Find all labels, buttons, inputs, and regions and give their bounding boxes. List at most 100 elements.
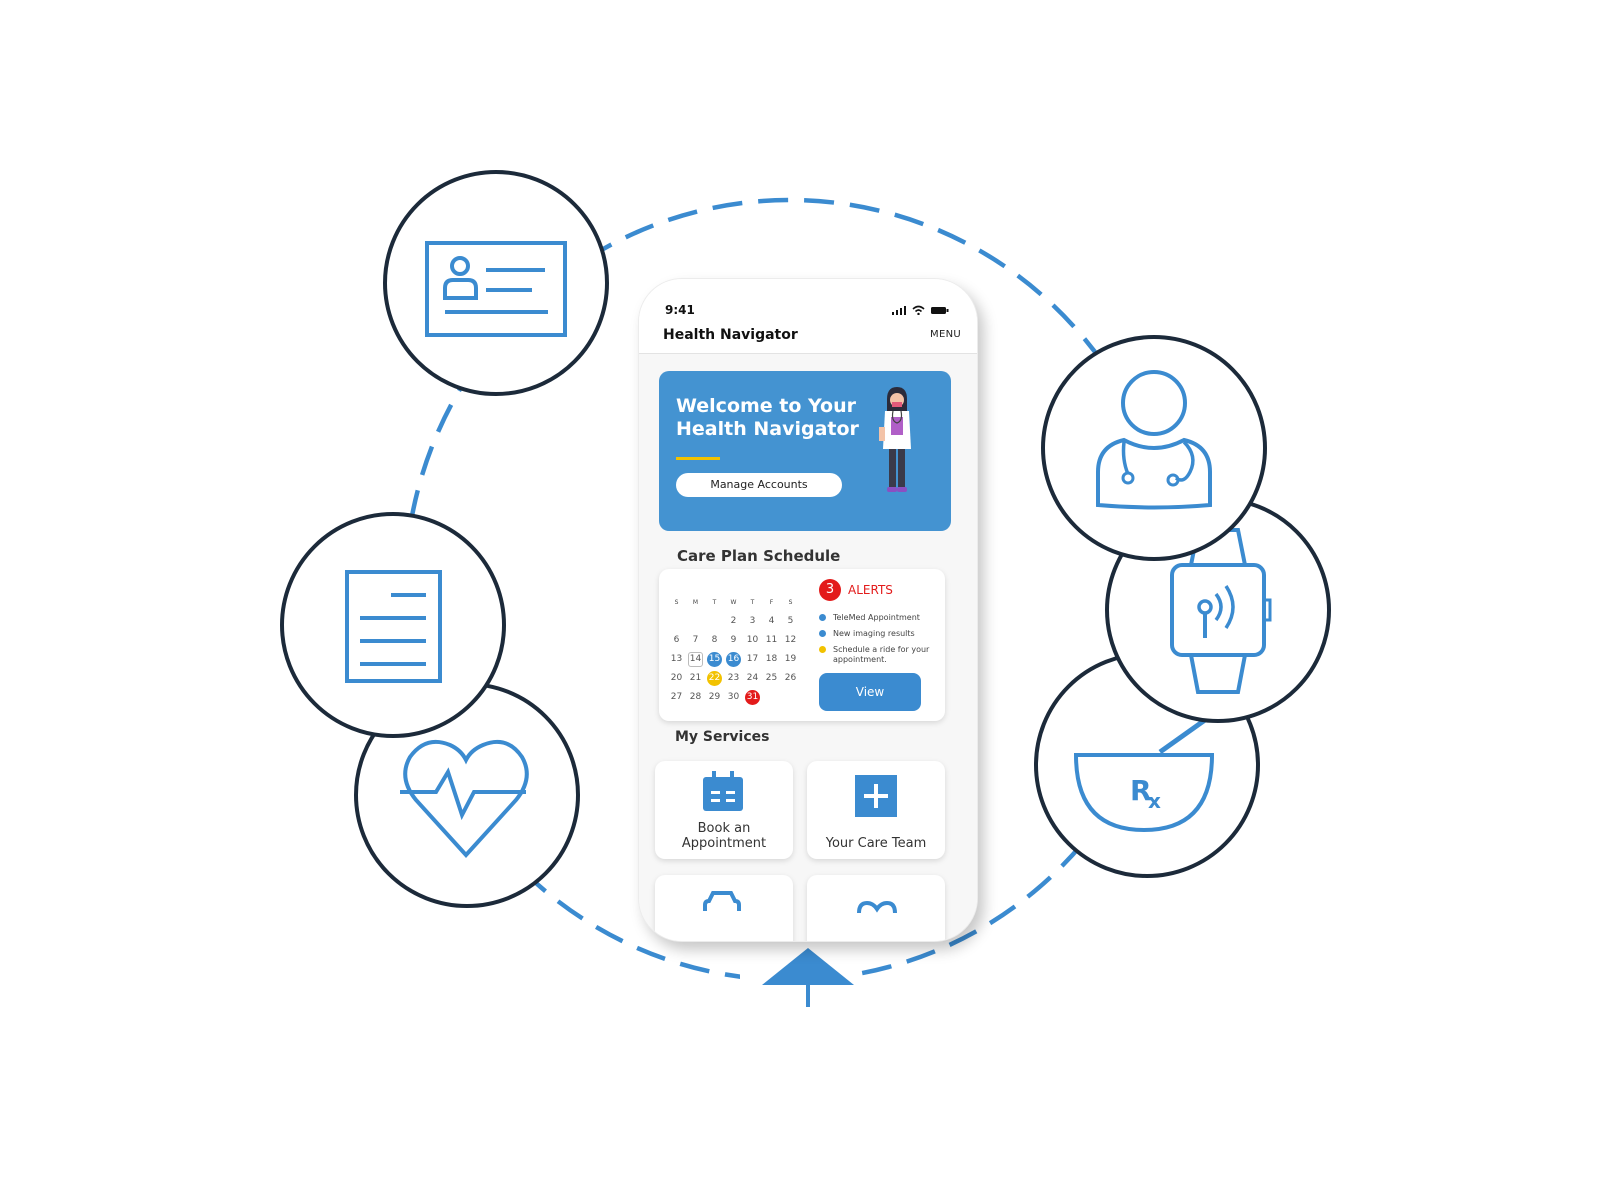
alerts-title: ALERTS — [848, 583, 893, 597]
heart-icon — [857, 901, 897, 913]
svg-text:R: R — [1130, 774, 1152, 807]
manage-accounts-button[interactable]: Manage Accounts — [676, 473, 842, 497]
calendar-day[interactable]: 18 — [765, 654, 778, 664]
umbrella-icon — [740, 948, 860, 1010]
calendar-day[interactable]: 25 — [765, 673, 778, 683]
calendar-day[interactable]: 31 — [745, 690, 760, 705]
alert-item[interactable]: TeleMed Appointment — [819, 613, 937, 623]
calendar-day[interactable]: 8 — [711, 635, 718, 645]
calendar-day[interactable]: 13 — [670, 654, 683, 664]
calendar-day[interactable]: 24 — [746, 673, 759, 683]
calendar-day[interactable]: 4 — [768, 616, 775, 626]
doctor-icon — [1041, 335, 1267, 561]
status-icons — [892, 305, 949, 315]
wifi-icon — [912, 305, 925, 315]
calendar-day — [781, 690, 800, 705]
calendar-day[interactable]: 30 — [727, 692, 740, 702]
calendar-week: 2 3 4 5 — [667, 612, 815, 631]
calendar-day — [686, 614, 705, 629]
calendar-day[interactable]: 6 — [673, 635, 680, 645]
calendar-week: 13 14 15 16 17 18 19 — [667, 650, 815, 669]
id-card-icon — [383, 170, 609, 396]
status-bar: 9:41 — [639, 279, 977, 319]
care-plan-title: Care Plan Schedule — [677, 547, 841, 565]
welcome-title-line2: Health Navigator — [676, 418, 859, 440]
weekday-label: S — [674, 599, 679, 606]
calendar-day[interactable]: 10 — [746, 635, 759, 645]
services-title: My Services — [675, 729, 770, 745]
status-time: 9:41 — [665, 303, 695, 317]
welcome-title: Welcome to Your Health Navigator — [676, 395, 876, 441]
calendar-week: 27 28 29 30 31 — [667, 688, 815, 707]
calendar-day[interactable]: 14 — [688, 652, 703, 667]
svg-text:x: x — [1148, 789, 1161, 813]
alert-dot-icon — [819, 646, 826, 653]
alert-item[interactable]: New imaging results — [819, 629, 937, 639]
calendar-day[interactable]: 2 — [730, 616, 737, 626]
calendar-day — [705, 614, 724, 629]
alert-text: TeleMed Appointment — [833, 613, 920, 622]
calendar-day[interactable]: 9 — [730, 635, 737, 645]
alert-item[interactable]: Schedule a ride for your appointment. — [819, 645, 937, 665]
calendar-day[interactable]: 26 — [784, 673, 797, 683]
app-header: Health Navigator MENU — [639, 319, 977, 354]
calendar-day[interactable]: 7 — [692, 635, 699, 645]
calendar-day[interactable]: 16 — [726, 652, 741, 667]
phone-mockup: 9:41 Health Navigator MENU — [638, 278, 978, 942]
calendar-icon — [703, 771, 743, 811]
calendar-day[interactable]: 11 — [765, 635, 778, 645]
calendar-day[interactable]: 19 — [784, 654, 797, 664]
weekday-label: T — [712, 599, 717, 606]
app-title: Health Navigator — [663, 327, 798, 343]
weekday-label: M — [692, 599, 699, 606]
accent-underline — [676, 457, 720, 460]
alert-dot-icon — [819, 630, 826, 637]
calendar-day[interactable]: 21 — [689, 673, 702, 683]
calendar-day[interactable]: 28 — [689, 692, 702, 702]
weekday-label: F — [769, 599, 774, 606]
alert-text: New imaging results — [833, 629, 915, 638]
calendar-day[interactable]: 15 — [707, 652, 722, 667]
menu-button[interactable]: MENU — [930, 329, 961, 340]
calendar-day[interactable]: 23 — [727, 673, 740, 683]
battery-icon — [931, 307, 949, 314]
calendar-week: 6 7 8 9 10 11 12 — [667, 631, 815, 650]
service-label: Your Care Team — [825, 836, 927, 851]
service-care-team[interactable]: Your Care Team — [807, 761, 945, 859]
weekday-label: T — [750, 599, 755, 606]
service-health[interactable] — [807, 875, 945, 941]
service-book-appointment[interactable]: Book an Appointment — [655, 761, 793, 859]
calendar-day — [762, 690, 781, 705]
calendar-day[interactable]: 12 — [784, 635, 797, 645]
app-screen: 9:41 Health Navigator MENU — [639, 279, 977, 941]
weekday-label: S — [788, 599, 793, 606]
alert-dot-icon — [819, 614, 826, 621]
calendar-day[interactable]: 5 — [787, 616, 794, 626]
service-transport[interactable] — [655, 875, 793, 941]
calendar-day[interactable]: 22 — [707, 671, 722, 686]
document-icon — [280, 512, 506, 738]
calendar-day — [667, 614, 686, 629]
alert-count-badge: 3 — [819, 579, 841, 601]
welcome-title-line1: Welcome to Your — [676, 395, 857, 417]
calendar-day[interactable]: 17 — [746, 654, 759, 664]
alert-text: Schedule a ride for your appointment. — [833, 645, 930, 664]
plus-icon — [855, 775, 897, 817]
calendar-day[interactable]: 20 — [670, 673, 683, 683]
calendar-day[interactable]: 27 — [670, 692, 683, 702]
calendar-day[interactable]: 29 — [708, 692, 721, 702]
calendar-week: 20 21 22 23 24 25 26 — [667, 669, 815, 688]
welcome-banner: Welcome to Your Health Navigator Manage … — [659, 371, 951, 531]
service-label-line2: Appointment — [681, 836, 767, 851]
doctor-illustration — [879, 387, 911, 492]
calendar-day[interactable]: 3 — [749, 616, 756, 626]
signal-icon — [892, 306, 906, 315]
view-button[interactable]: View — [819, 673, 921, 711]
weekday-label: W — [730, 599, 737, 606]
car-icon — [703, 891, 741, 911]
